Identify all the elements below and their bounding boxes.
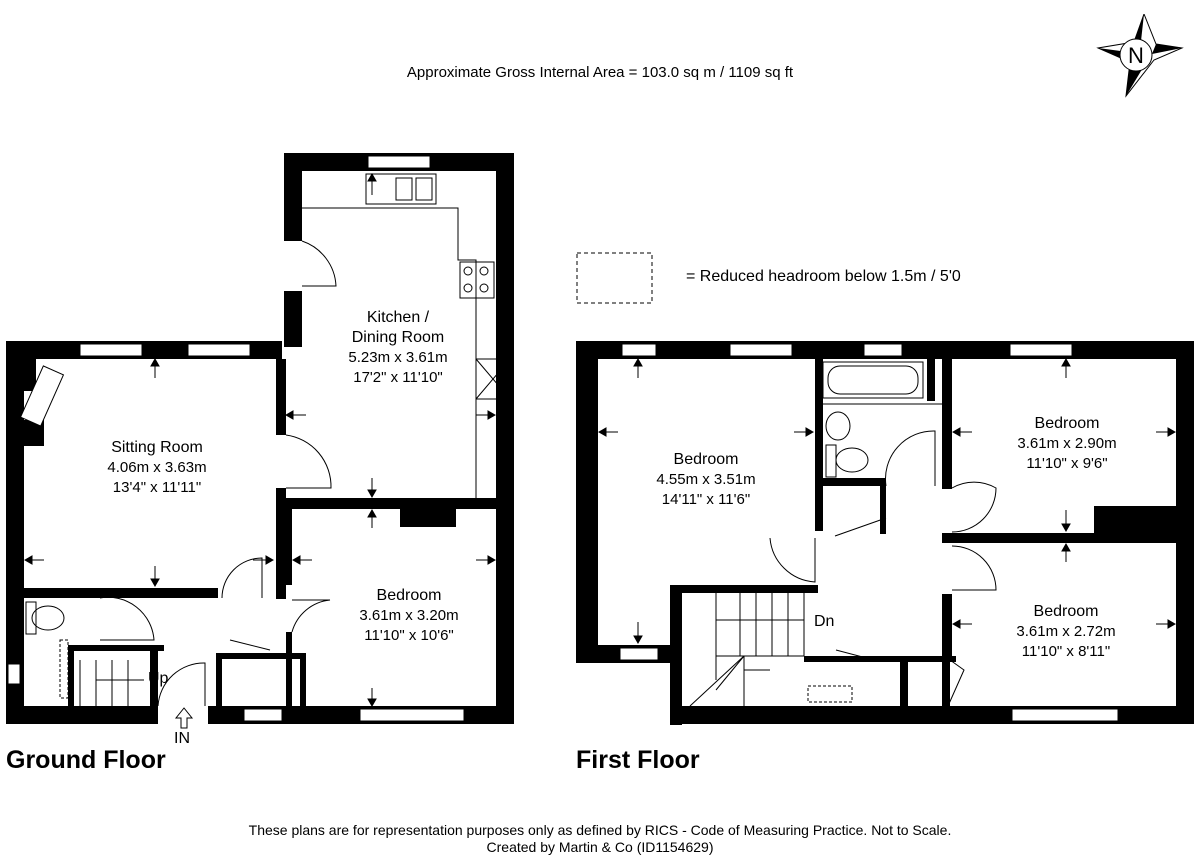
room-bedroom-1: Bedroom 4.55m x 3.51m 14'11" x 11'6" (656, 450, 755, 510)
room-name: Dining Room (351, 329, 445, 346)
first-floor-windows (619, 343, 1119, 722)
room-imperial: 11'10" x 10'6" (364, 627, 454, 644)
room-metric: 4.55m x 3.51m (656, 471, 756, 488)
kitchen-fittings (25, 173, 511, 707)
room-name: Kitchen / (366, 309, 430, 326)
room-metric: 5.23m x 3.61m (348, 349, 448, 366)
room-metric: 4.06m x 3.63m (107, 459, 207, 476)
creator-credit: Created by Martin & Co (ID1154629) (486, 839, 714, 855)
first-floor-walls (576, 341, 1194, 725)
room-metric: 3.61m x 2.72m (1016, 623, 1116, 640)
room-bedroom-ground: Bedroom 3.61m x 3.20m 11'10" x 10'6" (359, 586, 458, 646)
room-imperial: 13'4" x 11'11" (112, 479, 202, 496)
first-floor-fittings (576, 252, 997, 707)
room-bedroom-2: Bedroom 3.61m x 2.90m 11'10" x 9'6" (1017, 414, 1116, 474)
stairs-down-label: Dn (814, 613, 835, 630)
room-imperial: 11'10" x 8'11" (1021, 643, 1111, 660)
entrance-arrow (174, 707, 194, 729)
room-name: Bedroom (1033, 603, 1099, 620)
first-floor-title: First Floor (576, 746, 700, 774)
room-name: Bedroom (376, 587, 442, 604)
room-name: Sitting Room (111, 439, 203, 456)
ground-floor-dimension-arrows (23, 172, 497, 708)
room-kitchen-dining: Kitchen / Dining Room 5.23m x 3.61m 17'2… (348, 308, 447, 388)
disclaimer-text: These plans are for representation purpo… (248, 822, 952, 838)
room-imperial: 17'2" x 11'10" (353, 369, 443, 386)
room-bedroom-3: Bedroom 3.61m x 2.72m 11'10" x 8'11" (1016, 602, 1115, 662)
room-imperial: 11'10" x 9'6" (1026, 455, 1108, 472)
entrance-label: IN (174, 730, 190, 747)
room-metric: 3.61m x 2.90m (1017, 435, 1117, 452)
room-metric: 3.61m x 3.20m (359, 607, 459, 624)
room-sitting: Sitting Room 4.06m x 3.63m 13'4" x 11'11… (107, 438, 206, 498)
stairs-up-label: Up (148, 670, 169, 687)
room-imperial: 14'11" x 11'6" (661, 491, 751, 508)
reduced-headroom-legend: = Reduced headroom below 1.5m / 5'0 (686, 268, 961, 285)
first-floor-dimension-arrows (597, 357, 1177, 645)
room-name: Bedroom (1034, 415, 1100, 432)
room-name: Bedroom (673, 451, 739, 468)
north-compass-icon: N (1096, 14, 1184, 98)
ground-floor-title: Ground Floor (6, 746, 166, 774)
ground-floor-windows (7, 155, 465, 722)
gross-internal-area: Approximate Gross Internal Area = 103.0 … (406, 64, 794, 81)
compass-north-label: N (1128, 43, 1144, 68)
